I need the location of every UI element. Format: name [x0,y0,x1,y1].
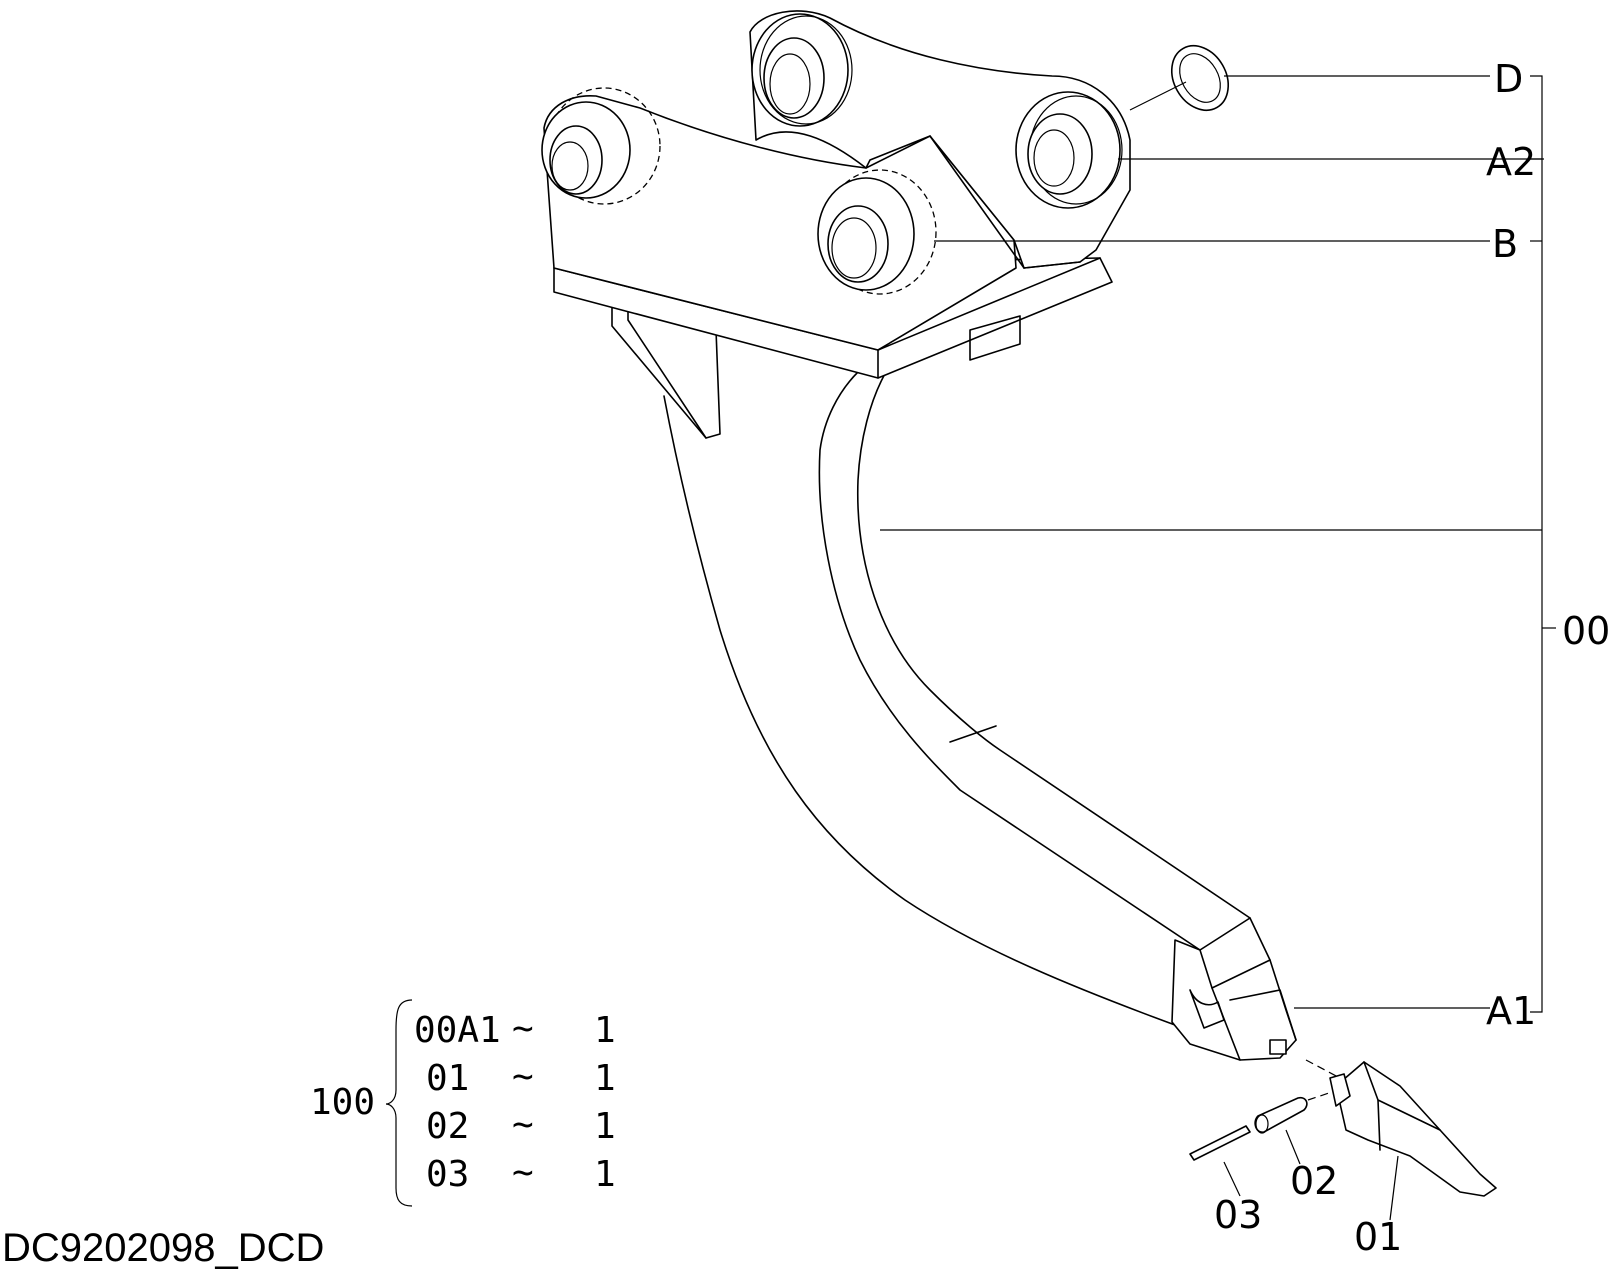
parts-row-part: 00A1 [414,1010,501,1051]
tooth-01 [1329,1061,1497,1197]
parts-row: 03 ~ 1 [426,1152,616,1195]
parts-row-qty: 1 [594,1010,616,1051]
callout-01: 01 [1354,1215,1402,1259]
parts-group-number: 100 [310,1082,375,1123]
mounting-bracket [543,10,1131,379]
callout-A1: A1 [1486,989,1536,1033]
parts-row-part: 02 [426,1106,469,1147]
boss-top-left [541,87,661,205]
callout-B: B [1492,222,1518,266]
parts-row: 00A1 ~ 1 [414,1008,616,1051]
bushing-D [1170,45,1230,111]
callout-A2: A2 [1486,140,1536,184]
parts-row-sep: ~ [512,1056,534,1097]
parts-row-part: 01 [426,1058,469,1099]
boss-right-A2 [1015,91,1123,209]
leader-lines [880,75,1556,1221]
callout-D: D [1494,57,1523,101]
pin-02 [1254,1096,1308,1134]
callout-02: 02 [1290,1159,1338,1203]
parts-row-qty: 1 [594,1154,616,1195]
parts-row-qty: 1 [594,1058,616,1099]
callout-03: 03 [1214,1193,1262,1237]
lock-03 [1189,1125,1251,1161]
callout-assembly: 00 [1562,609,1608,653]
parts-row-sep: ~ [512,1104,534,1145]
parts-row: 01 ~ 1 [426,1056,616,1099]
boss-top-center [751,13,853,127]
boss-B [817,169,937,295]
parts-row-part: 03 [426,1154,469,1195]
ripper-shank [611,299,1297,1061]
parts-list: 100 00A1 ~ 1 01 ~ 1 02 ~ 1 03 ~ 1 [310,999,616,1207]
parts-row-sep: ~ [512,1152,534,1193]
parts-row-sep: ~ [512,1008,534,1049]
parts-row-qty: 1 [594,1106,616,1147]
drawing-code: DC9202098_DCD [2,1226,325,1270]
parts-row: 02 ~ 1 [426,1104,616,1147]
